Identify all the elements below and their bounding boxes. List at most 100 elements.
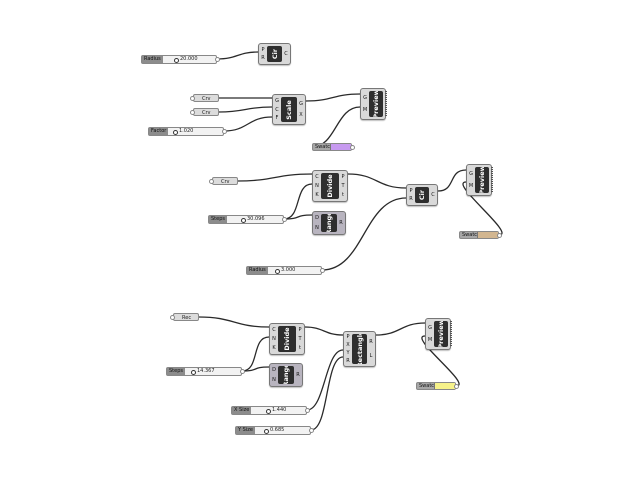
input-port[interactable]: X [346,342,350,348]
output-port[interactable]: t [342,192,344,198]
input-port[interactable]: G [363,95,367,101]
input-port[interactable]: P [409,187,413,194]
output-grip[interactable] [305,408,310,413]
output-grip[interactable] [282,217,287,222]
slider-x-size[interactable]: X Size 1.440 [231,406,310,415]
input-port[interactable]: N [315,183,319,189]
input-port[interactable]: M [362,107,368,113]
input-port[interactable]: N [272,336,276,342]
wire-21[interactable] [421,335,460,387]
slider-y-size[interactable]: Y Size 0.685 [235,426,314,435]
wire-18[interactable] [306,349,344,411]
output-port[interactable]: C [431,192,435,198]
output-port[interactable]: T [298,336,302,342]
input-port[interactable]: Y [346,350,350,356]
output-grip[interactable] [320,268,325,273]
slider-knob[interactable] [174,58,179,63]
wire-11[interactable] [321,197,407,271]
input-port[interactable]: C [315,174,319,180]
wire-13[interactable] [462,181,503,236]
output-grip[interactable] [350,145,355,150]
slider-knob[interactable] [191,370,196,375]
swatch-color[interactable] [434,383,455,389]
output-port[interactable]: G [299,100,303,107]
wire-12[interactable] [437,169,467,192]
input-port[interactable]: P [346,334,350,340]
input-port[interactable]: M [427,337,433,343]
wire-3[interactable] [218,106,273,113]
slider-radius-middle[interactable]: Radius 3.000 [246,266,325,275]
slider-steps-middle[interactable]: Steps 30.096 [208,215,287,224]
param-crv-3[interactable]: Crv [209,177,238,185]
swatch-purple[interactable]: Swatch [312,143,355,151]
output-port[interactable]: L [369,352,373,359]
output-port[interactable]: T [341,183,345,189]
slider-knob[interactable] [266,409,271,414]
input-port[interactable]: R [261,55,265,62]
output-grip[interactable] [222,129,227,134]
wire-15[interactable] [241,336,270,372]
slider-steps-bottom[interactable]: Steps 14.367 [166,367,245,376]
wire-9[interactable] [283,214,313,220]
wire-4[interactable] [223,116,273,132]
output-grip[interactable] [309,428,314,433]
input-port[interactable]: P [261,46,265,53]
wire-8[interactable] [283,183,313,220]
output-port[interactable]: R [296,372,300,378]
output-grip[interactable] [454,384,459,389]
wire-5[interactable] [305,93,361,102]
input-port[interactable]: N [272,376,276,383]
output-port[interactable]: R [369,339,373,346]
input-port[interactable]: D [315,215,319,222]
input-port[interactable]: M [468,183,474,189]
output-grip[interactable] [240,369,245,374]
input-port[interactable]: R [409,196,413,203]
wire-7[interactable] [237,173,313,182]
input-port[interactable]: G [275,97,279,104]
input-grip[interactable] [190,110,195,115]
output-port[interactable]: t [299,345,301,351]
input-grip[interactable] [190,96,195,101]
input-port[interactable]: D [272,367,276,374]
param-crv-2[interactable]: Crv [190,108,219,116]
output-port[interactable]: P [298,327,302,333]
wire-19[interactable] [310,356,344,431]
input-port[interactable]: G [469,171,473,177]
slider-knob[interactable] [173,130,178,135]
swatch-tan[interactable]: Swatch [459,231,502,239]
slider-knob[interactable] [275,269,280,274]
input-port[interactable]: N [315,224,319,231]
input-grip[interactable] [170,315,175,320]
output-port[interactable]: C [284,51,288,57]
output-port[interactable]: P [341,174,345,180]
wire-17[interactable] [304,326,344,336]
wire-20[interactable] [375,322,426,336]
output-port[interactable]: X [299,112,303,119]
wire-6[interactable] [311,106,361,148]
output-grip[interactable] [497,233,502,238]
slider-radius-top[interactable]: Radius 20.000 [141,55,220,64]
param-crv-1[interactable]: Crv [190,94,219,102]
input-port[interactable]: F [275,115,279,122]
wire-1[interactable] [216,51,259,60]
input-port[interactable]: G [428,325,432,331]
slider-knob[interactable] [264,429,269,434]
input-port[interactable]: C [275,106,279,113]
output-port[interactable]: R [339,220,343,226]
swatch-color[interactable] [330,144,351,150]
swatch-yellow[interactable]: Swatch [416,382,459,390]
input-port[interactable]: K [272,345,276,351]
param-rec[interactable]: Rec [170,313,199,321]
